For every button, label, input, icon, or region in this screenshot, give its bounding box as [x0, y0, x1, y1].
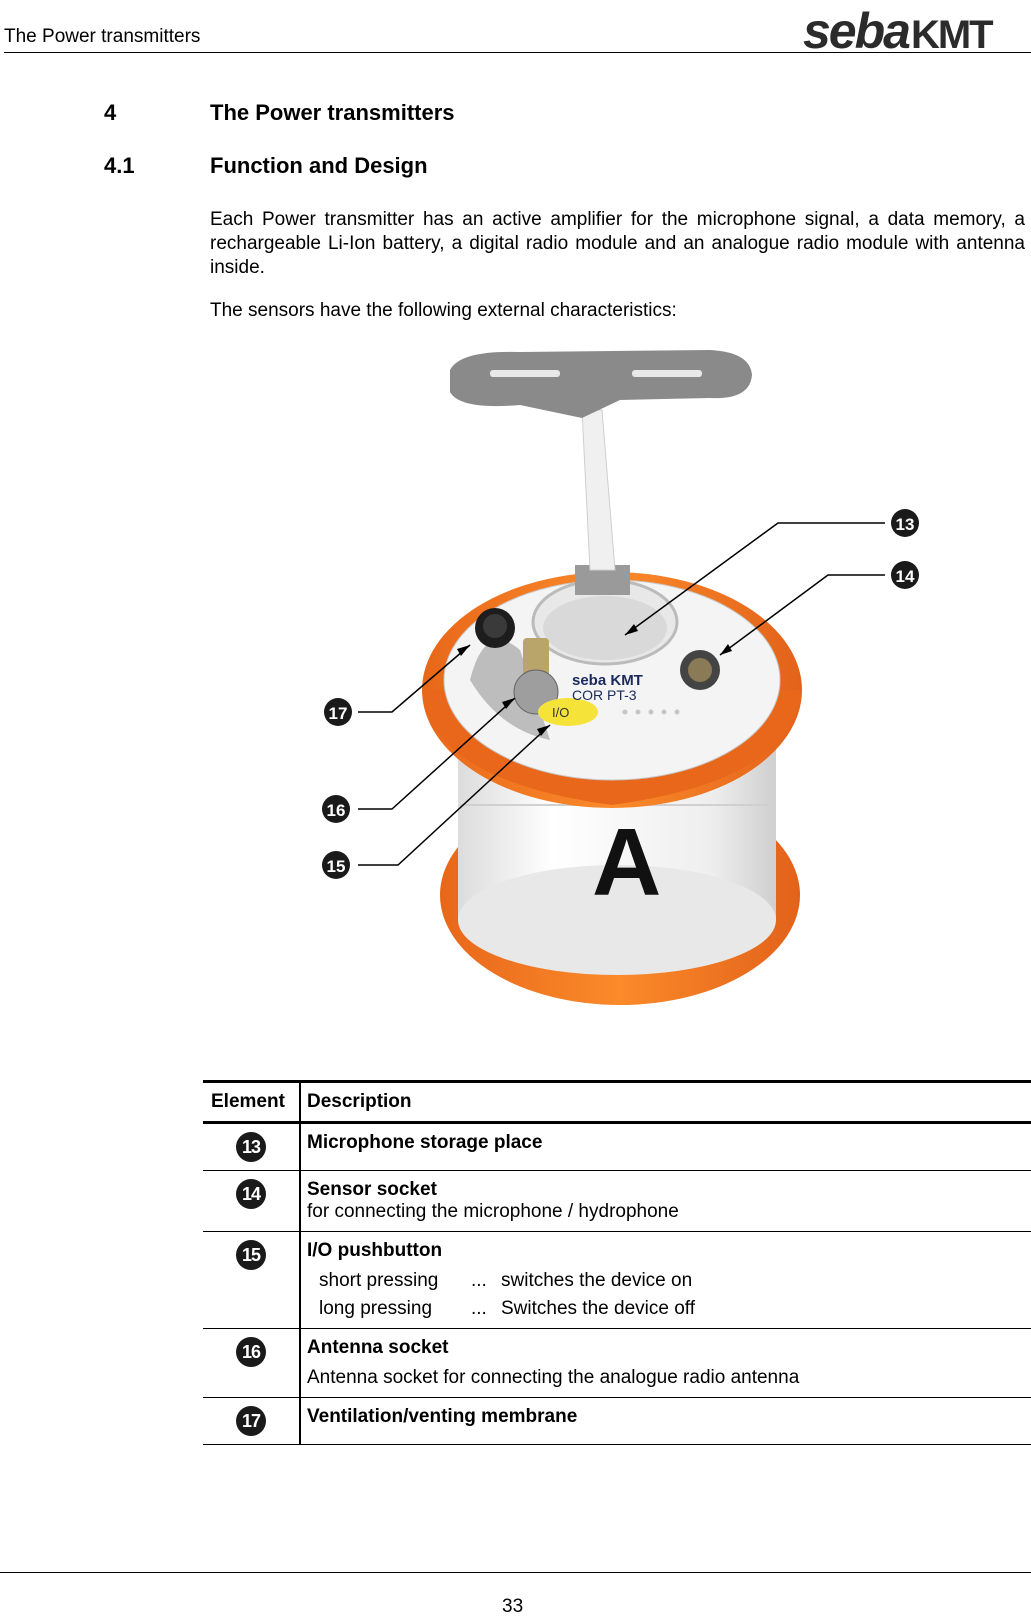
description-title: Ventilation/venting membrane — [307, 1406, 578, 1427]
action-separator: ... — [471, 1270, 487, 1291]
action-result: switches the device on — [501, 1270, 693, 1291]
element-cell: 14 — [203, 1170, 301, 1232]
action-name: long pressing — [319, 1298, 433, 1319]
element-badge: 16 — [236, 1337, 266, 1367]
description-detail: Antenna socket for connecting the analog… — [307, 1367, 800, 1388]
section-number: 4 — [104, 100, 117, 125]
callout-badge-17: 17 — [324, 698, 352, 726]
page-number: 33 — [502, 1596, 524, 1617]
element-cell: 15 — [203, 1231, 301, 1329]
action-line: long pressing ... Switches the device of… — [319, 1298, 1025, 1320]
footer-rule — [0, 1572, 1031, 1573]
action-line: short pressing ... switches the device o… — [319, 1270, 1025, 1292]
intro-paragraph: Each Power transmitter has an active amp… — [210, 209, 1025, 278]
svg-text:17: 17 — [329, 704, 348, 723]
svg-text:13: 13 — [896, 515, 915, 534]
subsection-title: Function and Design — [210, 153, 428, 178]
top-face: I/O seba KMT COR PT-3 — [443, 578, 781, 781]
element-cell: 16 — [203, 1328, 301, 1398]
description-cell: Microphone storage place — [300, 1122, 1031, 1171]
description-cell: I/O pushbutton short pressing ... switch… — [300, 1231, 1031, 1329]
power-transmitter-figure: A I/O seba KMT COR PT-3 — [322, 350, 919, 1005]
element-cell: 17 — [203, 1397, 301, 1445]
description-title: Microphone storage place — [307, 1132, 543, 1153]
io-button-label: I/O — [552, 705, 569, 720]
description-title: I/O pushbutton — [307, 1240, 443, 1261]
callout-badge-13: 13 — [891, 509, 919, 537]
description-cell: Antenna socket Antenna socket for connec… — [300, 1328, 1031, 1398]
header-element: Element — [203, 1080, 301, 1124]
description-detail: for connecting the microphone / hydropho… — [307, 1201, 679, 1222]
element-description-table: Element Description 13 Microphone storag… — [203, 1080, 1031, 1445]
svg-text:15: 15 — [327, 857, 346, 876]
subsection-number: 4.1 — [104, 153, 135, 178]
element-badge: 14 — [236, 1179, 266, 1209]
table-row: 17 Ventilation/venting membrane — [203, 1397, 1031, 1445]
description-title: Sensor socket — [307, 1179, 437, 1200]
table-header-row: Element Description — [203, 1080, 1031, 1124]
element-cell: 13 — [203, 1122, 301, 1171]
callout-lines — [358, 522, 885, 866]
characteristics-paragraph: The sensors have the following external … — [210, 300, 677, 321]
svg-text:16: 16 — [327, 801, 346, 820]
logo-seba: seba — [803, 3, 911, 59]
action-separator: ... — [471, 1298, 487, 1319]
element-badge: 15 — [236, 1240, 266, 1270]
sebakmt-logo: sebaKMT — [803, 2, 994, 60]
table-row: 13 Microphone storage place — [203, 1122, 1031, 1171]
element-badge: 17 — [236, 1406, 266, 1436]
action-result: Switches the device off — [501, 1298, 695, 1319]
callout-badge-14: 14 — [891, 561, 919, 589]
t-handle — [450, 350, 752, 595]
description-cell: Ventilation/venting membrane — [300, 1397, 1031, 1445]
callout-badge-16: 16 — [322, 795, 350, 823]
device-model-label: COR PT-3 — [572, 687, 637, 703]
element-badge: 13 — [236, 1132, 266, 1162]
callout-badge-15: 15 — [322, 851, 350, 879]
header-rule — [4, 52, 1031, 53]
section-title: The Power transmitters — [210, 100, 455, 125]
header-description: Description — [300, 1080, 1031, 1124]
io-button-shape — [538, 698, 598, 726]
table-row: 16 Antenna socket Antenna socket for con… — [203, 1328, 1031, 1398]
body-letter: A — [592, 809, 661, 916]
device-brand-label: seba KMT — [572, 672, 643, 689]
svg-text:14: 14 — [896, 567, 915, 586]
table-row: 14 Sensor socket for connecting the micr… — [203, 1170, 1031, 1232]
description-cell: Sensor socket for connecting the microph… — [300, 1170, 1031, 1232]
logo-kmt: KMT — [910, 13, 994, 57]
description-title: Antenna socket — [307, 1337, 449, 1358]
running-header: The Power transmitters — [4, 26, 201, 47]
callout-arrowheads — [457, 624, 732, 736]
table-row: 15 I/O pushbutton short pressing ... swi… — [203, 1231, 1031, 1329]
action-name: short pressing — [319, 1270, 439, 1291]
